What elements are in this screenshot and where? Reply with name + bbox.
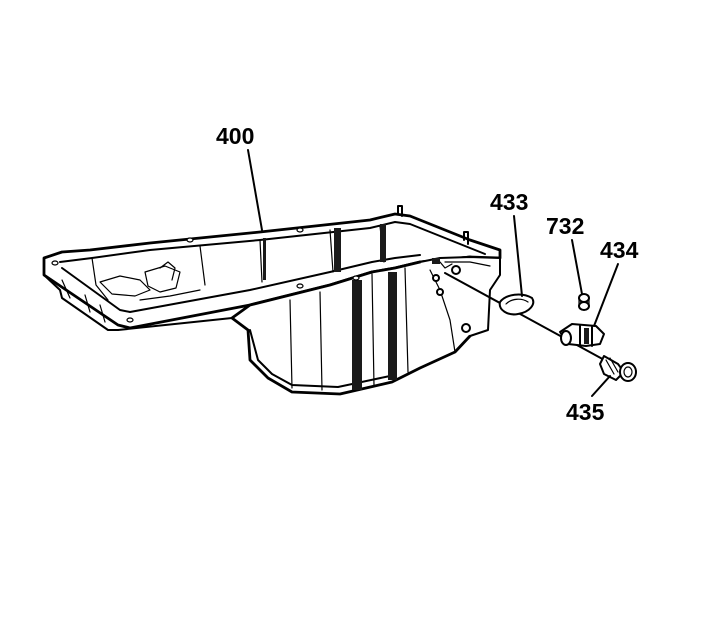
assembly-axis-line (444, 272, 609, 363)
oil-filter-adapter (559, 323, 605, 347)
callout-435: 435 (566, 399, 605, 425)
washer (578, 293, 590, 311)
callout-732: 732 (546, 213, 584, 239)
callout-433: 433 (490, 189, 528, 215)
gasket (498, 293, 535, 316)
leader-732 (571, 239, 583, 295)
bolt (599, 355, 637, 382)
leader-434 (593, 263, 619, 327)
leader-400 (247, 149, 263, 231)
leader-435 (591, 375, 611, 397)
callout-400: 400 (216, 123, 254, 149)
oil-pan (42, 205, 502, 396)
leader-433 (513, 215, 523, 297)
callout-434: 434 (600, 237, 639, 263)
